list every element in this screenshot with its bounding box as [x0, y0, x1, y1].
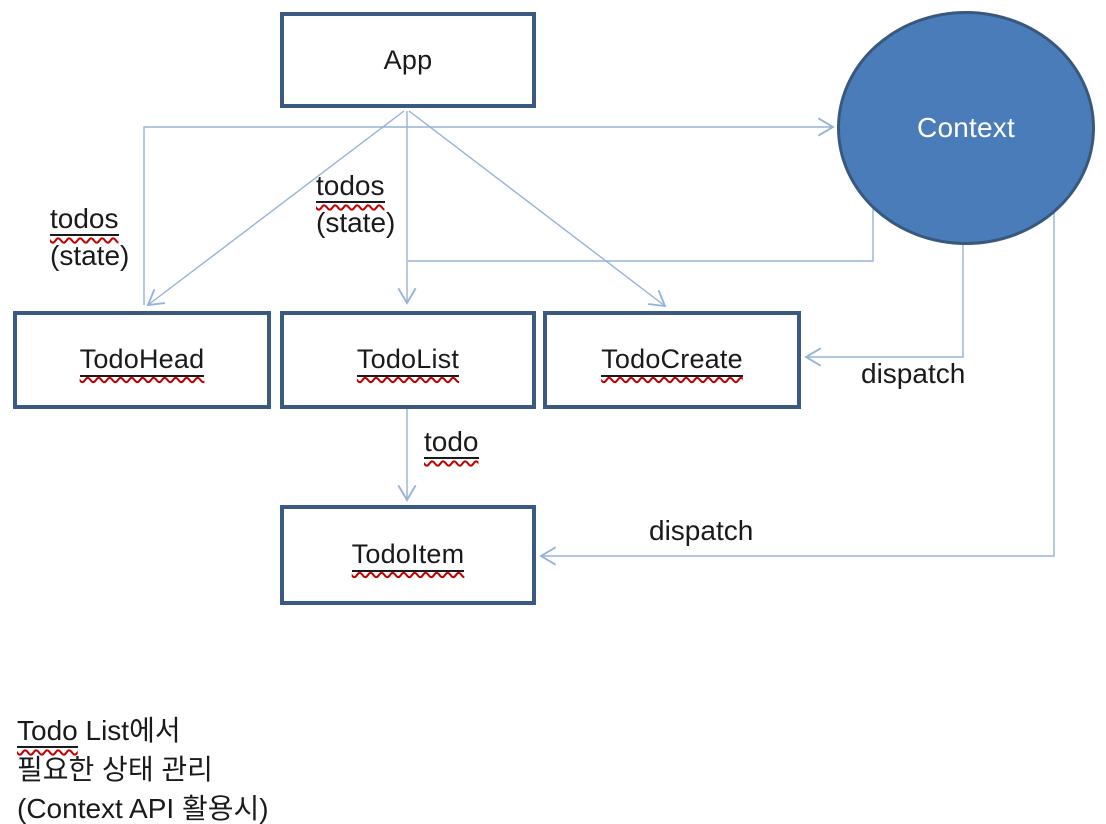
edge-to-context	[143, 117, 835, 305]
edge-label-dispatch-lower: dispatch	[649, 515, 754, 546]
node-todoitem-label: TodoItem	[351, 539, 465, 572]
node-context: Context	[837, 11, 1095, 245]
edge-context-dispatch-to-todocreate	[804, 230, 964, 367]
caption-line-2: 필요한 상태 관리	[17, 754, 213, 785]
node-todocreate: TodoCreate	[543, 311, 801, 409]
node-todohead-label: TodoHead	[79, 344, 205, 377]
edge-label-state-left-word: (state)	[50, 240, 130, 271]
edge-context-to-todolist	[408, 200, 874, 262]
edge-label-todos-left-word: todos	[50, 203, 119, 236]
node-todolist: TodoList	[280, 311, 536, 409]
node-todocreate-label: TodoCreate	[601, 344, 743, 377]
edge-context-dispatch-to-todoitem	[539, 200, 1055, 566]
edge-app-to-todohead	[146, 110, 405, 307]
edge-app-to-todocreate	[408, 110, 667, 308]
caption-line-3: (Context API 활용시)	[17, 793, 269, 824]
caption: Todo List에서 필요한 상태 관리 (Context API 활용시)	[17, 711, 269, 824]
node-todolist-label: TodoList	[356, 344, 460, 377]
node-app-label: App	[383, 44, 433, 75]
edge-label-todos-mid-word: todos	[316, 170, 385, 203]
edge-label-todo: todo	[424, 426, 479, 459]
node-todoitem: TodoItem	[280, 505, 536, 605]
edge-label-state-mid-word: (state)	[316, 207, 396, 238]
edge-label-todos-state-left: todos (state)	[50, 200, 129, 274]
edge-label-todos-state-mid: todos (state)	[316, 167, 395, 241]
edge-label-dispatch-upper: dispatch	[861, 358, 966, 389]
node-todohead: TodoHead	[13, 311, 271, 409]
caption-line-1: Todo List에서	[17, 715, 181, 748]
node-context-label: Context	[917, 112, 1015, 143]
node-app: App	[280, 12, 536, 108]
